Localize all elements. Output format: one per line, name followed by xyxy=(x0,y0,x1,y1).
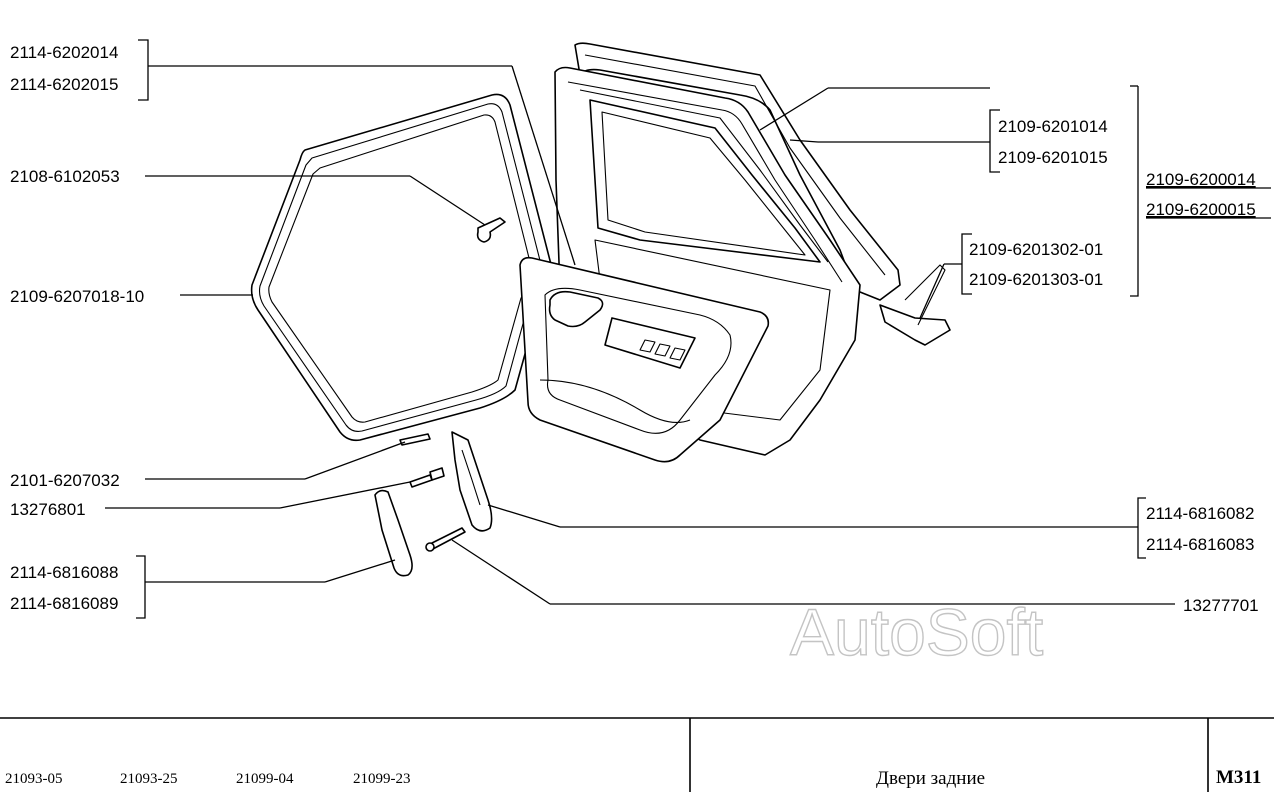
label-13277701: 13277701 xyxy=(1183,596,1259,615)
label-2109-6201303-01: 2109-6201303-01 xyxy=(969,270,1103,289)
door-trim-panel xyxy=(519,256,770,463)
label-2101-6207032: 2101-6207032 xyxy=(10,471,120,490)
label-2114-6202014: 2114-6202014 xyxy=(10,43,118,62)
footer-model-3: 21099-04 xyxy=(236,771,294,787)
footer-code: M311 xyxy=(1216,767,1261,788)
label-2109-6200015: 2109-6200015 xyxy=(1146,200,1256,219)
clip-part xyxy=(476,217,506,243)
leader-lines xyxy=(105,65,1175,605)
label-2114-6816088: 2114-6816088 xyxy=(10,563,118,582)
footer-model-2: 21093-25 xyxy=(120,771,178,787)
footer: 21093-05 21093-25 21099-04 21099-23 Двер… xyxy=(0,717,1274,792)
label-brackets xyxy=(136,39,1146,619)
part-labels: 2114-6202014 2114-6202015 2108-6102053 2… xyxy=(10,43,1271,615)
footer-model-4: 21099-23 xyxy=(353,771,411,787)
door-handle-part xyxy=(451,431,493,532)
label-2109-6201014: 2109-6201014 xyxy=(998,117,1108,136)
seal-strip xyxy=(399,433,431,446)
label-2109-6207018-10: 2109-6207018-10 xyxy=(10,287,144,306)
label-2109-6201302-01: 2109-6201302-01 xyxy=(969,240,1103,259)
door-seal xyxy=(574,42,901,301)
armrest-part xyxy=(374,489,413,577)
label-2109-6200014: 2109-6200014 xyxy=(1146,170,1256,189)
footer-model-1: 21093-05 xyxy=(5,771,63,787)
footer-title: Двери задние xyxy=(876,768,985,789)
window-frame-seal xyxy=(250,93,556,442)
watermark: AutoSoft xyxy=(790,595,1043,669)
label-2114-6202015: 2114-6202015 xyxy=(10,75,118,94)
label-2114-6816083: 2114-6816083 xyxy=(1146,535,1254,554)
label-13276801: 13276801 xyxy=(10,500,86,519)
screw-upper xyxy=(409,467,445,488)
screw-lower xyxy=(425,527,466,552)
label-2114-6816089: 2114-6816089 xyxy=(10,594,118,613)
label-2109-6201015: 2109-6201015 xyxy=(998,148,1108,167)
label-2114-6816082: 2114-6816082 xyxy=(1146,504,1254,523)
label-2108-6102053: 2108-6102053 xyxy=(10,167,120,186)
